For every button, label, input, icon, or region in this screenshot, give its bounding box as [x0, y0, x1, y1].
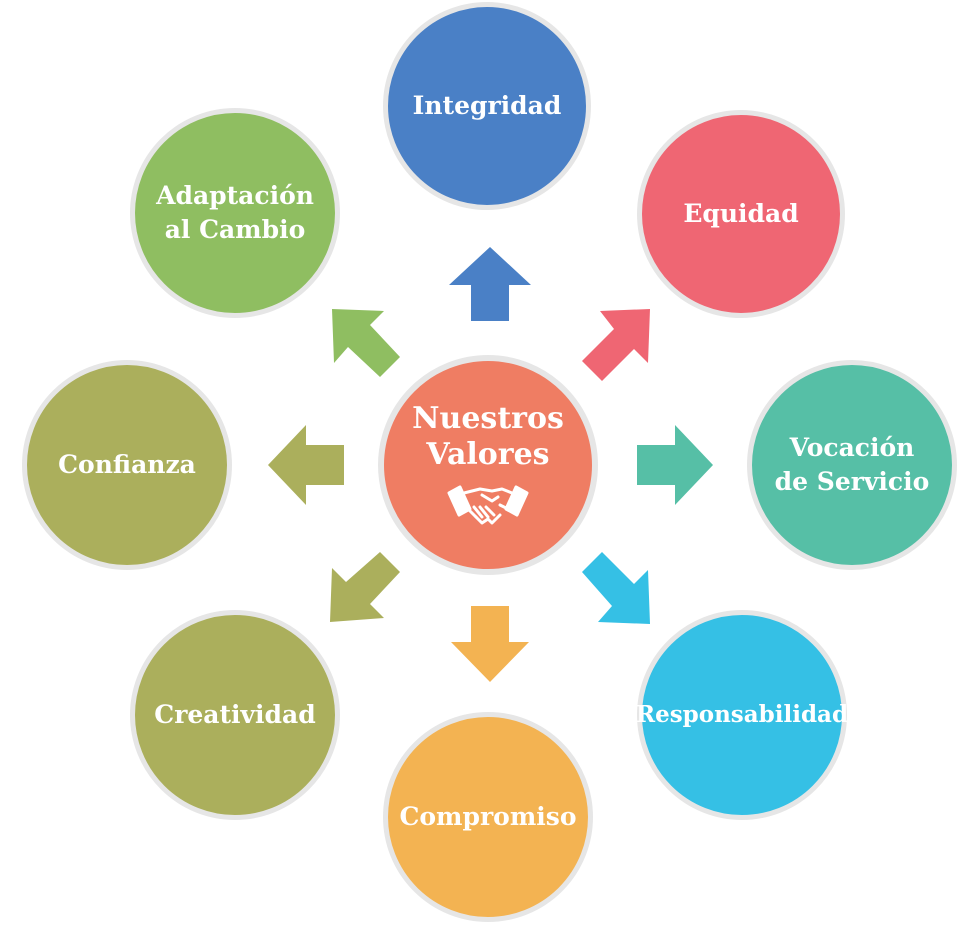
center-title-line2: Valores [426, 437, 550, 472]
value-label-confianza: Confianza [58, 450, 196, 480]
value-label-responsabilidad: Responsabilidad [635, 701, 849, 729]
arrow-up-shape [449, 247, 531, 321]
value-label-compromiso: Compromiso [399, 802, 577, 832]
value-node-integridad[interactable]: Integridad [383, 2, 591, 210]
value-label-adaptacion-line2: al Cambio [164, 215, 306, 244]
arrow-down-right-shape [582, 552, 650, 624]
arrow-up-icon [449, 247, 531, 321]
arrow-right-icon [637, 425, 713, 505]
arrow-up-left-icon [332, 309, 400, 377]
arrow-up-left-shape [332, 309, 400, 377]
arrow-down-icon [451, 606, 529, 682]
value-label-equidad: Equidad [683, 199, 799, 229]
value-label-integridad: Integridad [412, 91, 562, 121]
value-node-responsabilidad[interactable]: Responsabilidad [635, 610, 849, 820]
value-node-vocacion-de-servicio[interactable]: Vocación de Servicio [747, 360, 957, 570]
value-label-vocacion-line2: de Servicio [774, 467, 930, 496]
center-node-nuestros-valores[interactable]: Nuestros Valores [378, 355, 598, 575]
value-node-compromiso[interactable]: Compromiso [383, 712, 593, 922]
value-node-equidad[interactable]: Equidad [637, 110, 845, 318]
arrow-down-right-icon [582, 552, 650, 624]
value-node-adaptacion-al-cambio[interactable]: Adaptación al Cambio [130, 108, 340, 318]
handshake-icon [447, 485, 529, 525]
value-label-creatividad: Creatividad [154, 700, 316, 730]
arrow-left-shape [268, 425, 344, 505]
value-label-adaptacion-line1: Adaptación [156, 181, 314, 211]
arrow-right-shape [637, 425, 713, 505]
arrow-up-right-icon [582, 309, 650, 381]
center-title-line1: Nuestros [412, 401, 564, 436]
arrow-down-shape [451, 606, 529, 682]
arrow-down-left-icon [330, 552, 400, 622]
value-node-confianza[interactable]: Confianza [22, 360, 232, 570]
arrow-left-icon [268, 425, 344, 505]
value-label-vocacion-line1: Vocación [789, 433, 915, 463]
arrow-down-left-shape [330, 552, 400, 622]
value-node-creatividad[interactable]: Creatividad [130, 610, 340, 820]
arrow-up-right-shape [582, 309, 650, 381]
